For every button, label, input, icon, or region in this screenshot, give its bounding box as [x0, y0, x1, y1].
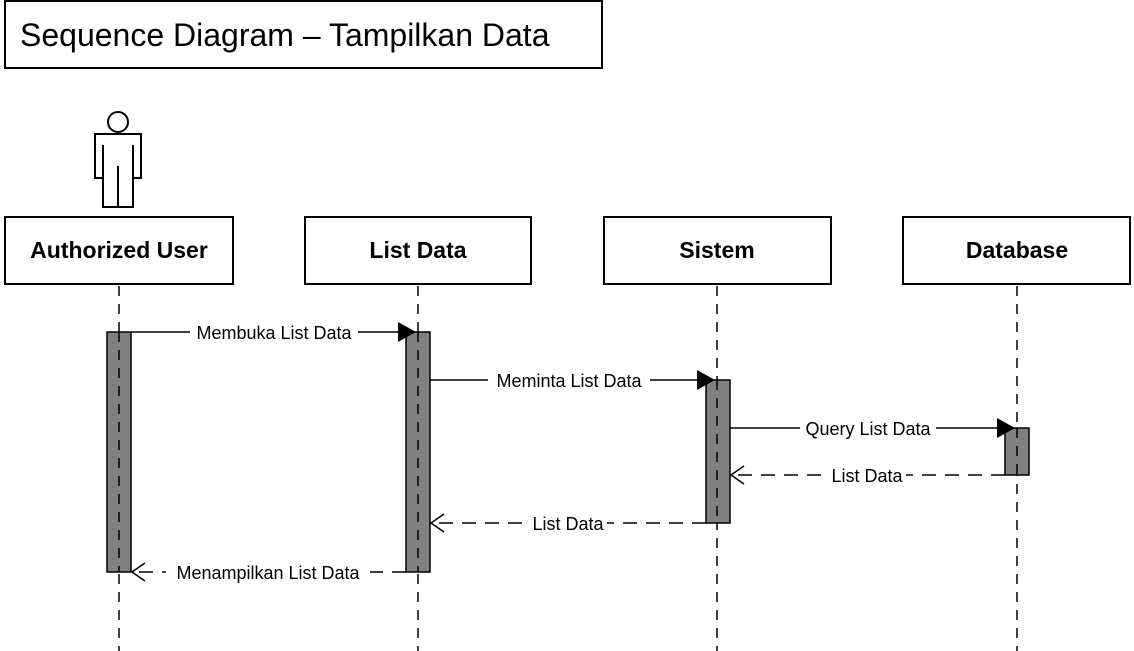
arrowhead-filled-icon [697, 370, 715, 390]
arrowhead-filled-icon [398, 322, 416, 342]
message-label: List Data [831, 466, 903, 486]
diagram-title: Sequence Diagram – Tampilkan Data [20, 17, 550, 53]
message-menampilkan-list-data: Menampilkan List Data [130, 561, 406, 583]
arrowhead-open-icon [729, 465, 745, 485]
lifeline-label-database: Database [966, 237, 1068, 263]
lifeline-user: Authorized User [4, 216, 234, 285]
message-membuka-list-data: Membuka List Data [131, 321, 416, 343]
message-label: Membuka List Data [196, 323, 352, 343]
message-query-list-data: Query List Data [730, 417, 1015, 439]
arrowhead-filled-icon [997, 418, 1015, 438]
message-meminta-list-data: Meminta List Data [430, 369, 715, 391]
lifeline-sistem: Sistem [603, 216, 832, 285]
arrowhead-open-icon [130, 562, 146, 582]
message-return-list-data-database: List Data [729, 464, 1005, 486]
activation-bar-sistem [705, 379, 731, 524]
message-label: Query List Data [805, 419, 931, 439]
lifeline-label-list-data: List Data [369, 237, 466, 263]
lifeline-label-sistem: Sistem [679, 237, 754, 263]
message-label: Menampilkan List Data [176, 563, 360, 583]
lifeline-box-sistem [603, 216, 832, 285]
lifeline-box-user [4, 216, 234, 285]
arrowhead-open-icon [429, 513, 445, 533]
message-return-list-data-sistem: List Data [429, 512, 706, 534]
lifeline-label-user: Authorized User [30, 237, 208, 263]
message-label: List Data [532, 514, 604, 534]
title-box [4, 0, 603, 69]
message-label: Meminta List Data [496, 371, 642, 391]
lifeline-box-list-data [304, 216, 532, 285]
lifeline-list-data: List Data [304, 216, 532, 285]
lifeline-box-database [902, 216, 1131, 285]
actor-icon [94, 111, 142, 208]
lifeline-database: Database [902, 216, 1131, 285]
